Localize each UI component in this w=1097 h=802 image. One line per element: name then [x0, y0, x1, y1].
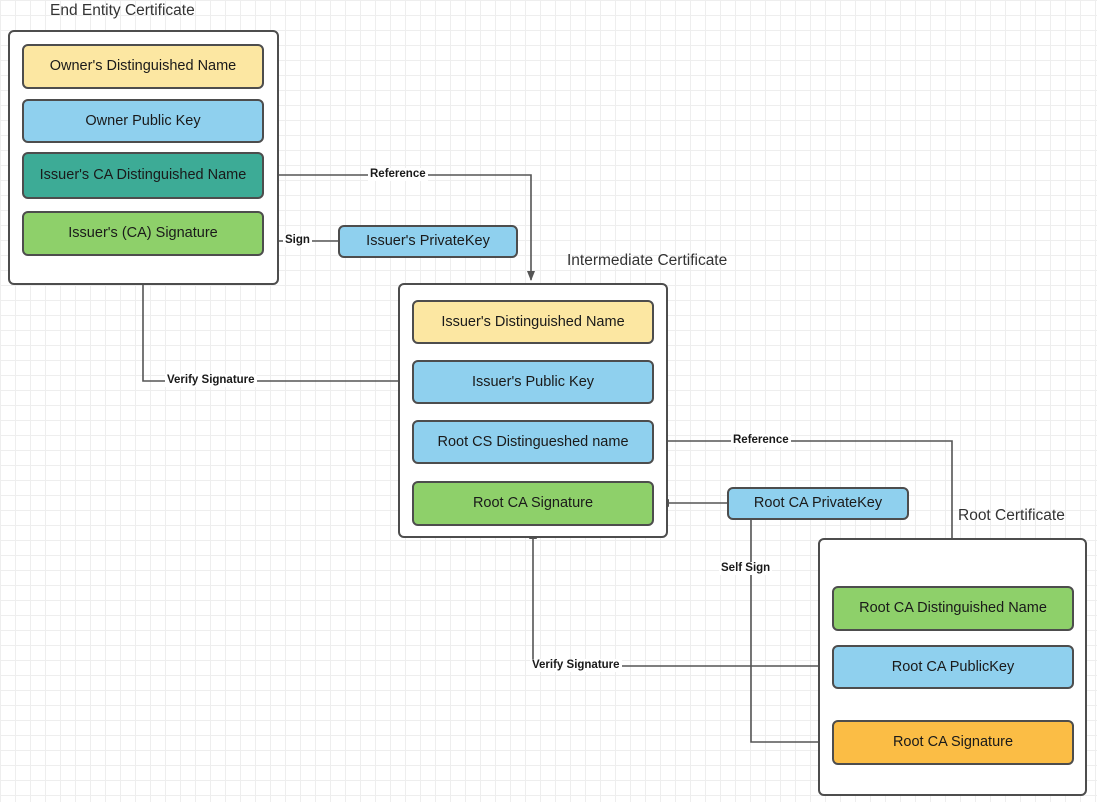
- field-root-ca-distinguished-name[interactable]: Root CA Distinguished Name: [832, 586, 1074, 631]
- edge-label-self-sign: Self Sign: [719, 562, 773, 575]
- edge-label-sign: Sign: [283, 234, 312, 247]
- node-root-ca-privatekey[interactable]: Root CA PrivateKey: [727, 487, 909, 520]
- field-root-ca-signature[interactable]: Root CA Signature: [832, 720, 1074, 765]
- edge-label-reference-ee: Reference: [368, 168, 428, 181]
- field-issuer-public-key[interactable]: Issuer's Public Key: [412, 360, 654, 404]
- group-title-intermediate: Intermediate Certificate: [567, 252, 728, 269]
- edge-self-sign-root: [750, 520, 828, 746]
- group-title-end-entity: End Entity Certificate: [50, 2, 195, 19]
- field-root-ca-publickey[interactable]: Root CA PublicKey: [832, 645, 1074, 689]
- field-issuer-ca-signature[interactable]: Issuer's (CA) Signature: [22, 211, 264, 256]
- field-issuer-distinguished-name[interactable]: Issuer's Distinguished Name: [412, 300, 654, 344]
- field-owner-distinguished-name[interactable]: Owner's Distinguished Name: [22, 44, 264, 89]
- field-root-cs-distinguished-name[interactable]: Root CS Distingueshed name: [412, 420, 654, 464]
- field-intermediate-root-ca-signature[interactable]: Root CA Signature: [412, 481, 654, 526]
- node-issuers-privatekey[interactable]: Issuer's PrivateKey: [338, 225, 518, 258]
- field-owner-public-key[interactable]: Owner Public Key: [22, 99, 264, 143]
- edge-label-verify-signature-root: Verify Signature: [530, 659, 622, 672]
- edge-label-verify-signature-ee: Verify Signature: [165, 374, 257, 387]
- field-issuer-ca-distinguished-name[interactable]: Issuer's CA Distinguished Name: [22, 152, 264, 199]
- edge-verify-signature-root-to-intermediate: [529, 529, 832, 667]
- group-title-root: Root Certificate: [958, 507, 1065, 524]
- edge-label-reference-intermediate: Reference: [731, 434, 791, 447]
